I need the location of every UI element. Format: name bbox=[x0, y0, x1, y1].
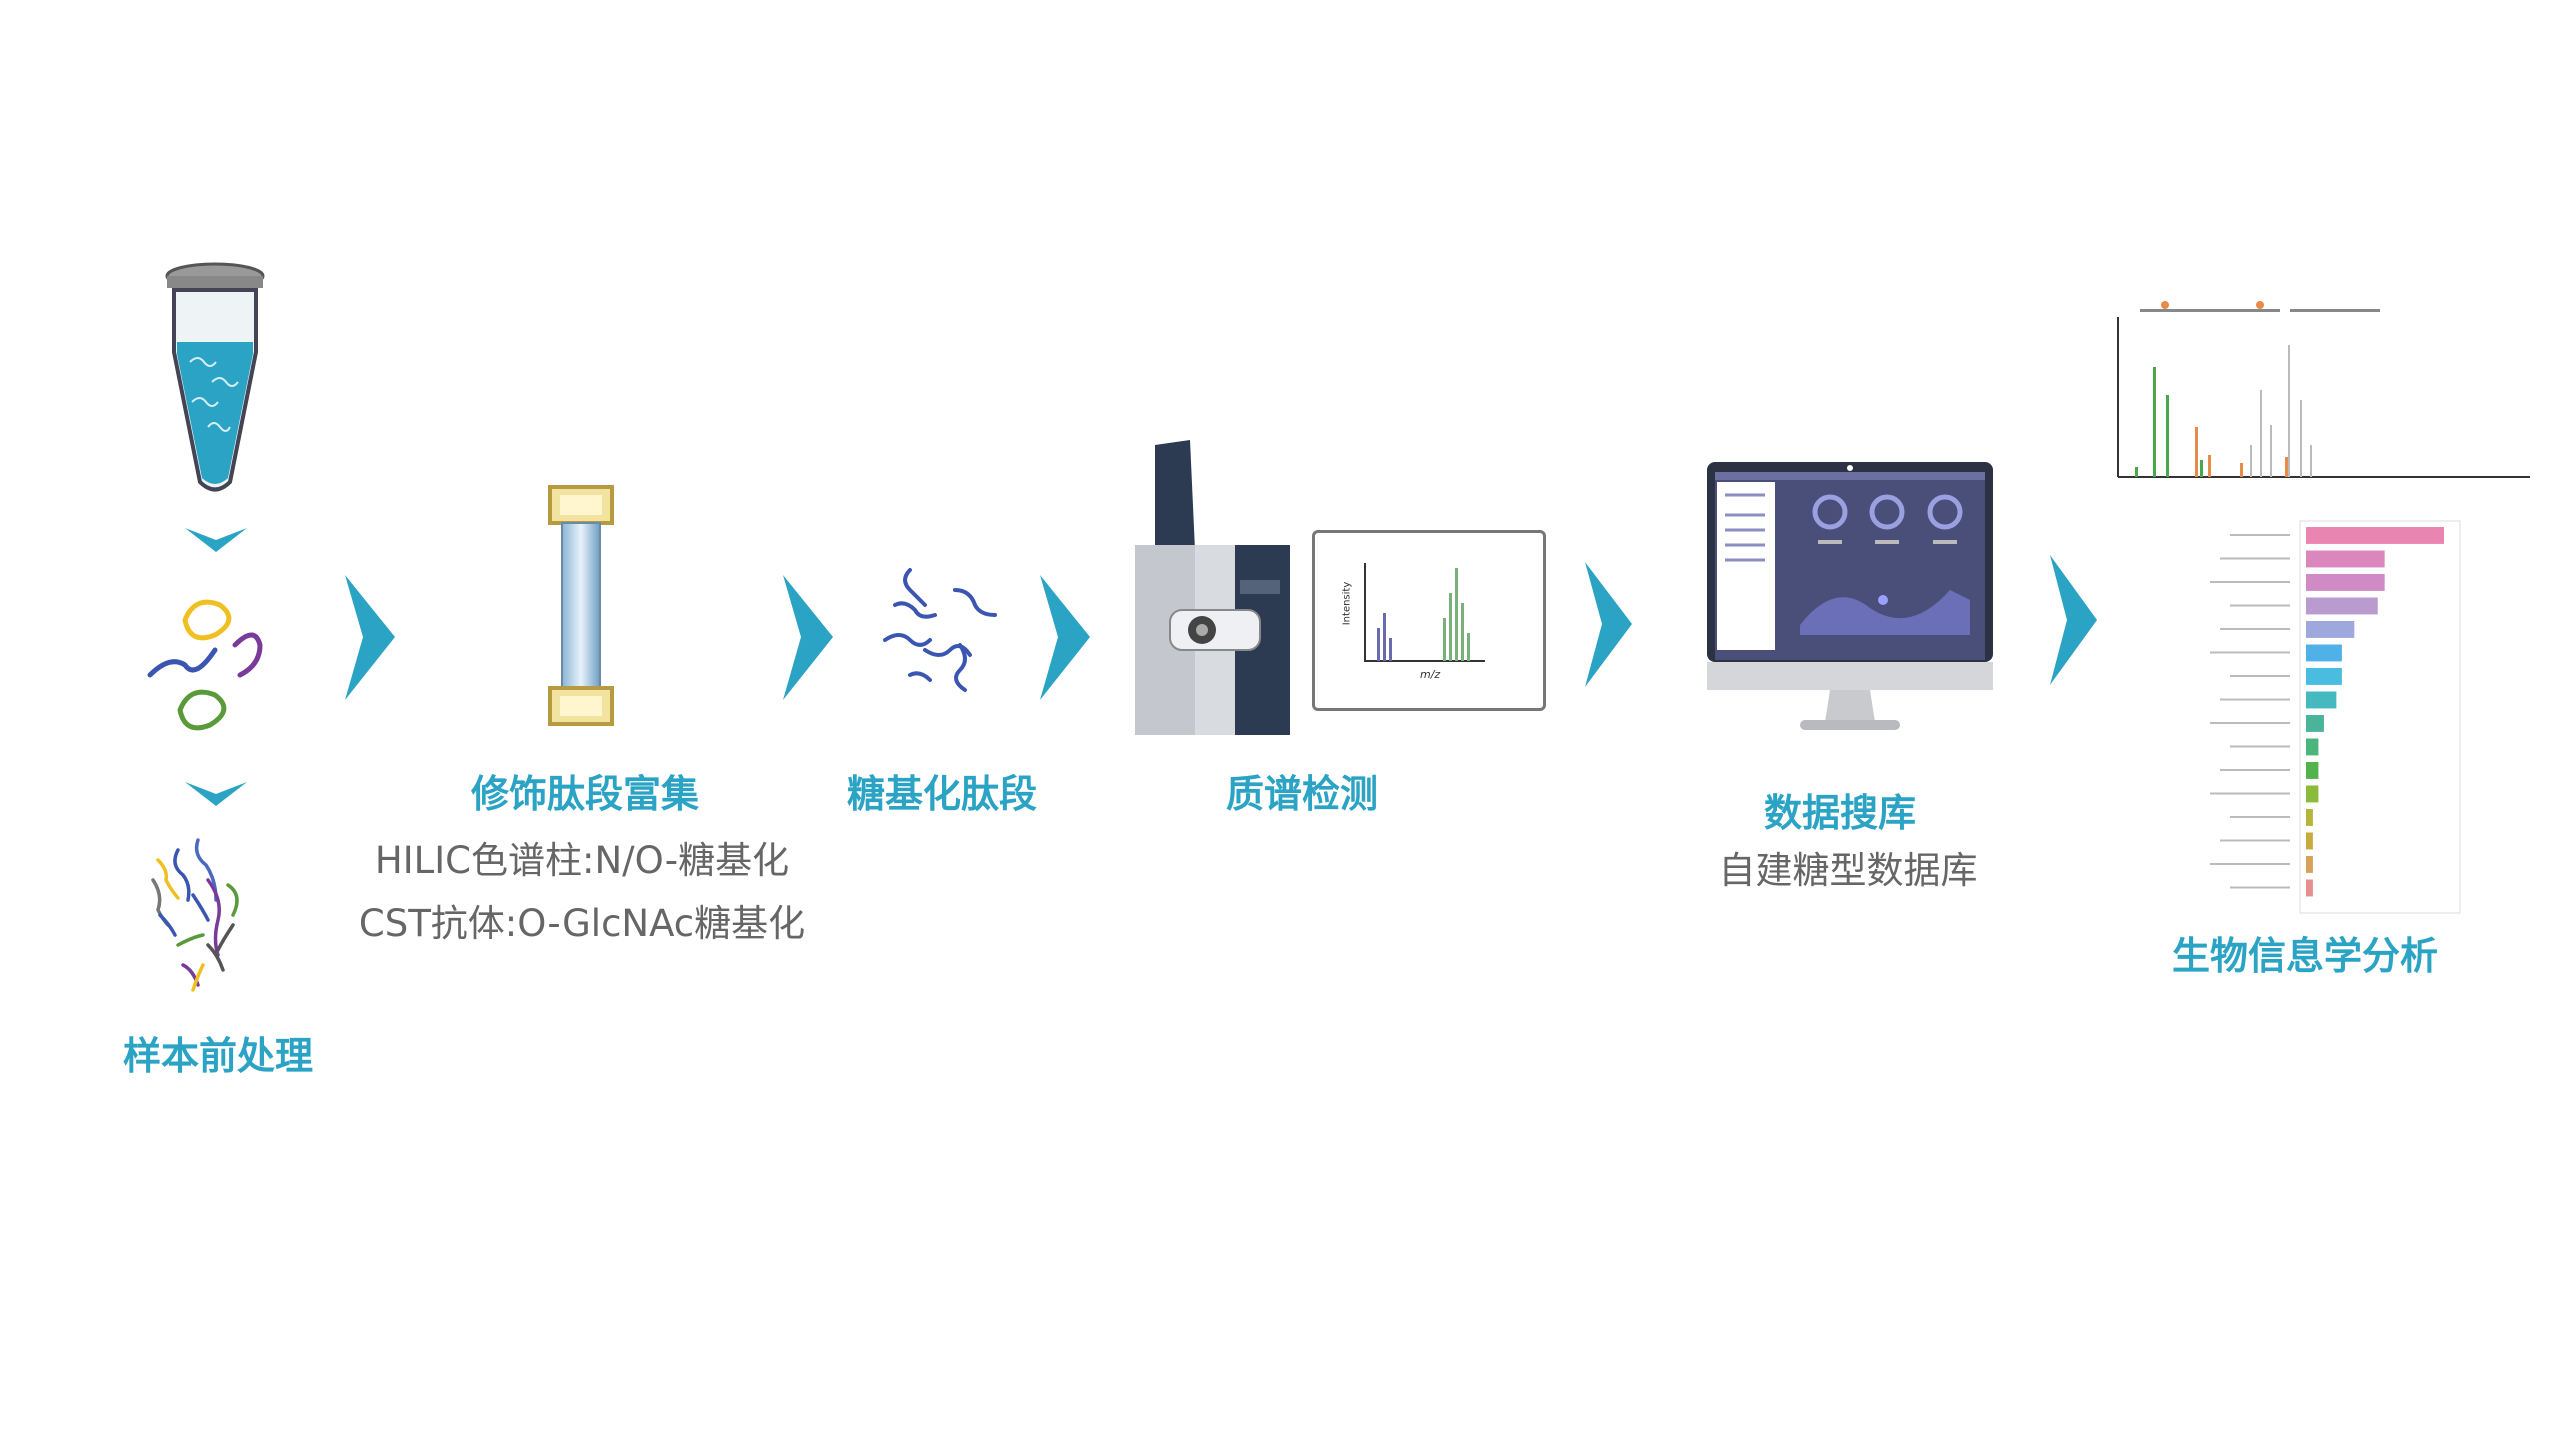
bar bbox=[2306, 856, 2313, 873]
ms2-spectrum-chart bbox=[2117, 301, 2530, 478]
bar bbox=[2306, 644, 2342, 662]
database-search-line: 自建糖型数据库 bbox=[1718, 849, 1978, 892]
bar-label-mark bbox=[2230, 675, 2290, 677]
step-title-enrichment: 修饰肽段富集 bbox=[470, 772, 700, 816]
chevron-right-icon bbox=[1585, 562, 1632, 687]
bar-label-mark bbox=[2230, 816, 2290, 818]
bar bbox=[2306, 527, 2444, 544]
bar-label-mark bbox=[2220, 769, 2290, 771]
spectrum-xlabel: m/z bbox=[1420, 668, 1441, 681]
bar-label-mark bbox=[2210, 581, 2290, 583]
mass-spectrometer-icon bbox=[1135, 440, 1290, 735]
bar bbox=[2306, 668, 2342, 685]
bar bbox=[2306, 691, 2337, 709]
bar bbox=[2306, 574, 2385, 591]
step-title-database-search: 数据搜库 bbox=[1763, 791, 1917, 835]
enrichment-line-cst: CST抗体:O-GlcNAc糖基化 bbox=[358, 902, 806, 945]
chevron-right-icon bbox=[1040, 575, 1090, 700]
bar bbox=[2306, 809, 2313, 826]
glycopeptides-icon bbox=[883, 568, 997, 692]
glycan-bar-chart bbox=[2210, 520, 2461, 914]
bar bbox=[2306, 715, 2324, 732]
spectrum-ylabel: Intensity bbox=[1341, 581, 1353, 626]
step-title-ms-detection: 质谱检测 bbox=[1225, 772, 1379, 816]
spectrum-panel: Intensity m/z bbox=[1312, 530, 1546, 711]
bar-label-mark bbox=[2230, 604, 2290, 607]
bar bbox=[2306, 597, 2378, 615]
bar-label-mark bbox=[2210, 863, 2290, 865]
bar bbox=[2306, 550, 2385, 568]
bar bbox=[2306, 762, 2319, 779]
step-title-bioinformatics: 生物信息学分析 bbox=[2171, 934, 2439, 978]
bar-label-mark bbox=[2230, 886, 2290, 889]
bar-label-mark bbox=[2210, 651, 2290, 654]
monitor-icon bbox=[1707, 462, 1993, 730]
bar-label-mark bbox=[2230, 745, 2290, 748]
bar-label-mark bbox=[2220, 839, 2290, 842]
chevron-down-icon bbox=[185, 782, 247, 806]
bar bbox=[2306, 879, 2313, 897]
bar-label-mark bbox=[2230, 534, 2290, 536]
bar-label-mark bbox=[2210, 792, 2290, 795]
bar bbox=[2306, 785, 2319, 803]
chevron-right-icon bbox=[2050, 555, 2097, 685]
bar-label-mark bbox=[2220, 557, 2290, 560]
chevron-down-icon bbox=[185, 528, 247, 552]
chevron-right-icon bbox=[783, 575, 833, 700]
tube-icon bbox=[165, 262, 265, 492]
bar-label-mark bbox=[2220, 628, 2290, 630]
chevron-right-icon bbox=[345, 575, 395, 700]
bar-label-mark bbox=[2220, 698, 2290, 701]
enrichment-line-hilic: HILIC色谱柱:N/O-糖基化 bbox=[374, 839, 790, 882]
column-icon bbox=[548, 485, 614, 726]
peptides-icon bbox=[151, 838, 239, 992]
bar bbox=[2306, 832, 2313, 850]
protein-icon bbox=[147, 599, 263, 731]
bar-label-mark bbox=[2210, 722, 2290, 724]
step-title-glycopeptides: 糖基化肽段 bbox=[846, 772, 1038, 816]
step-title-sample-prep: 样本前处理 bbox=[122, 1034, 314, 1078]
bar bbox=[2306, 621, 2355, 638]
bar bbox=[2306, 738, 2319, 756]
